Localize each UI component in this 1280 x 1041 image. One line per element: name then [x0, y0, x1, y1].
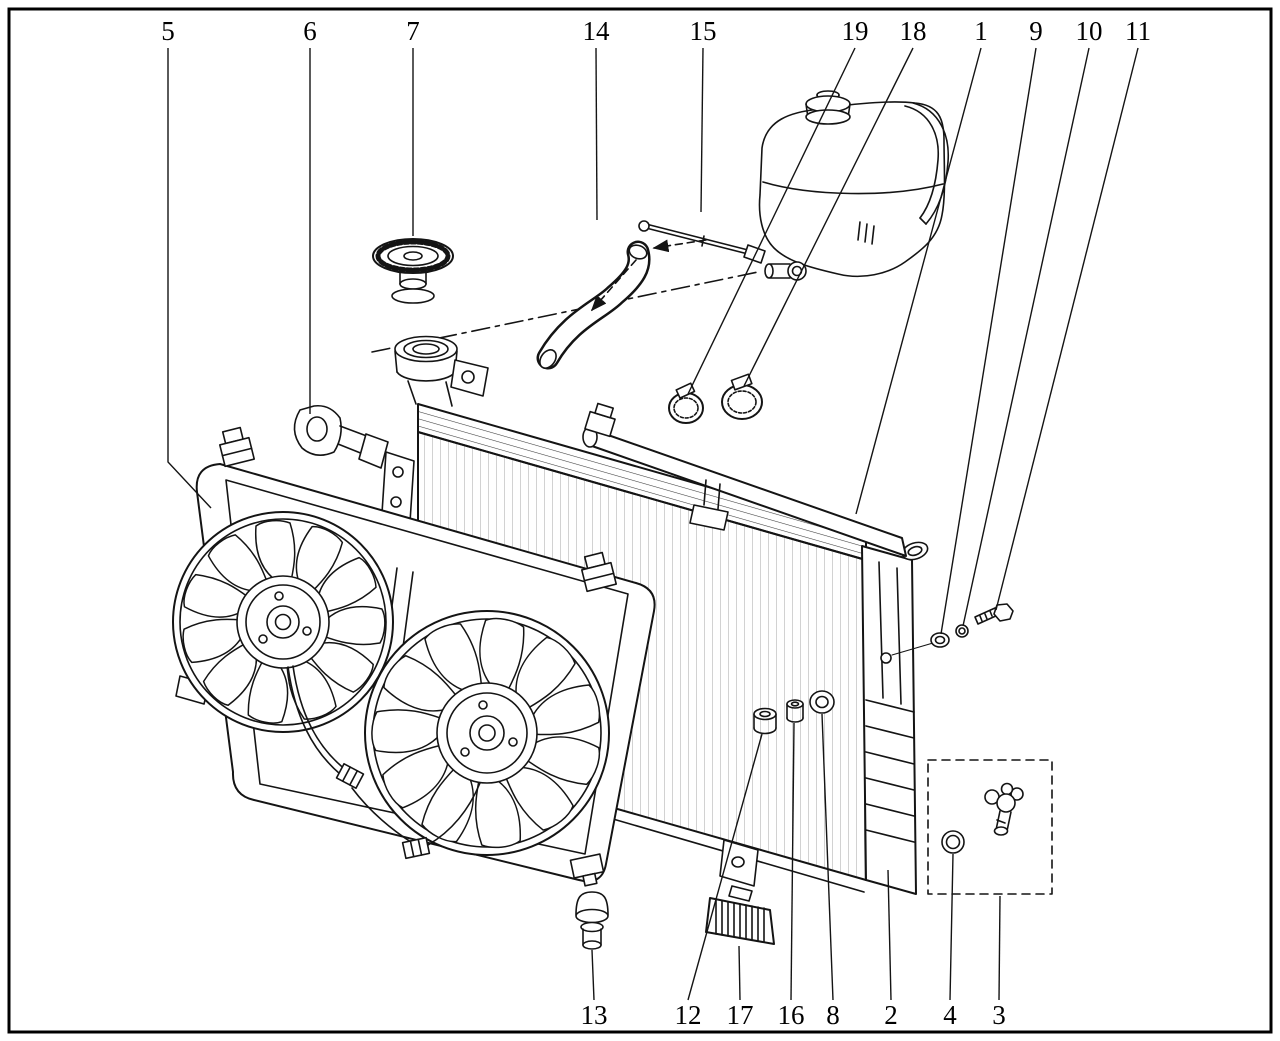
- leader-11: [995, 47, 1139, 611]
- callout-10: 10: [1076, 16, 1103, 46]
- cooling-fan-right: [364, 610, 610, 856]
- shroud-foot: [569, 853, 605, 887]
- callout-7: 7: [406, 16, 420, 46]
- callout-14: 14: [583, 16, 611, 46]
- wire-connector: [335, 762, 365, 790]
- tank-level-marks: [857, 221, 875, 245]
- pipe-clip: [584, 402, 616, 438]
- assembly-arrow: [590, 259, 637, 312]
- callout-5: 5: [161, 16, 175, 46]
- tank-outlet: [764, 261, 807, 281]
- leader-10: [962, 47, 1090, 627]
- callout-2: 2: [884, 1000, 898, 1030]
- leader-1: [855, 47, 982, 515]
- radiator-cap: [372, 238, 454, 304]
- leader-8: [821, 713, 834, 1001]
- tank-strap: [904, 102, 950, 225]
- leader-17: [738, 945, 741, 1001]
- callout-13: 13: [581, 1000, 608, 1030]
- leader-13: [591, 949, 595, 1001]
- callout-17: 17: [727, 1000, 754, 1030]
- callout-3: 3: [992, 1000, 1006, 1030]
- callout-8: 8: [826, 1000, 840, 1030]
- hose-clamp-large: [721, 373, 763, 420]
- leader-9: [940, 47, 1037, 635]
- bushing-small: [786, 699, 804, 723]
- inlet-pipe: [582, 402, 907, 557]
- bleed-rod: [638, 220, 766, 264]
- washer: [930, 632, 950, 648]
- kit-box: [927, 759, 1053, 895]
- grommet: [809, 690, 835, 714]
- callout-1: 1: [974, 16, 988, 46]
- callout-9: 9: [1029, 16, 1043, 46]
- callout-16: 16: [778, 1000, 805, 1030]
- callout-4: 4: [943, 1000, 957, 1030]
- callout-6: 6: [303, 16, 317, 46]
- leader-lines: [167, 47, 1139, 1001]
- leader-15: [700, 47, 704, 213]
- spring-washer: [955, 624, 969, 638]
- mount-bracket: [293, 404, 389, 469]
- leader-18: [743, 47, 914, 387]
- leader-16: [790, 722, 795, 1001]
- pipe-bracket: [689, 479, 729, 531]
- leader-2: [887, 869, 892, 1001]
- callout-labels: 5 6 7 14 15 19 18 1 9 10 11 13 12 17 16 …: [161, 16, 1151, 1030]
- cooling-fan-left: [172, 511, 394, 733]
- fan-assembly: [172, 426, 656, 887]
- shroud-tab: [580, 551, 618, 593]
- wire-connector: [401, 836, 431, 860]
- lower-mount: [705, 885, 775, 945]
- callout-12: 12: [675, 1000, 702, 1030]
- shroud-tab: [218, 426, 256, 468]
- o-ring: [941, 830, 965, 854]
- bolt-hole: [880, 652, 892, 664]
- leader-3: [998, 895, 1001, 1001]
- centerline: [371, 271, 759, 353]
- callout-15: 15: [690, 16, 717, 46]
- bolt: [974, 603, 1014, 625]
- callout-19: 19: [842, 16, 869, 46]
- callout-11: 11: [1125, 16, 1151, 46]
- callout-18: 18: [900, 16, 927, 46]
- fan-wiring: [287, 665, 481, 860]
- leader-4: [949, 853, 954, 1001]
- leader-14: [595, 47, 598, 221]
- tank-seam: [762, 181, 944, 195]
- hose-clamp-small: [668, 382, 704, 424]
- page-border: [7, 7, 1273, 1034]
- drain-valve: [984, 782, 1024, 836]
- expansion-tank: [758, 90, 950, 281]
- leader-12: [687, 733, 763, 1001]
- upper-hose: [536, 240, 651, 370]
- filler-neck: [394, 335, 489, 407]
- leader-19: [687, 47, 856, 395]
- bushing-large: [753, 707, 777, 735]
- leader-5: [167, 48, 212, 509]
- drain-plug: [575, 891, 609, 950]
- assembly-arrow: [652, 239, 707, 253]
- tank-cap: [805, 90, 851, 125]
